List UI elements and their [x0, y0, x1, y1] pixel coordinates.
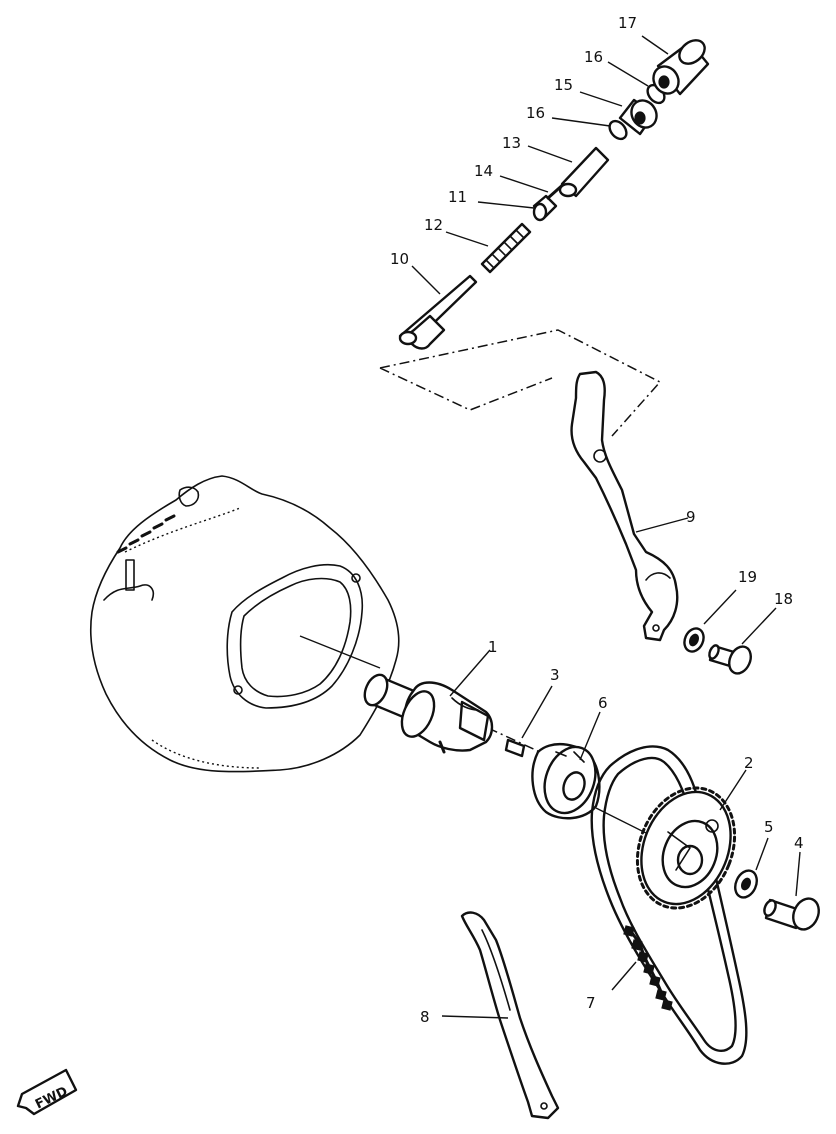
dowel-pin	[504, 738, 526, 758]
tensioner-sleeve	[558, 146, 610, 198]
tensioner-rod	[398, 274, 478, 350]
callout-label: 3	[550, 666, 560, 684]
chain-guide	[460, 911, 560, 1120]
cam-chain-loop	[590, 745, 748, 1065]
o-ring-lower	[608, 119, 628, 141]
callout-label: 2	[744, 754, 754, 772]
callout-label: 13	[502, 134, 521, 152]
cam-sprocket	[635, 786, 737, 910]
callout-label: 6	[598, 694, 608, 712]
leader-lines	[411, 35, 801, 1019]
callout-label: 12	[424, 216, 443, 234]
callout-label: 9	[686, 508, 696, 526]
callout-label: 4	[794, 834, 804, 852]
callout-label: 16	[526, 104, 545, 122]
callout-numbers: 1 2 3 4 5 6 7 8 9 10 11 12 13 14 15 16 1…	[390, 14, 804, 1026]
tensioner-spring	[480, 222, 532, 274]
callout-label: 7	[586, 994, 596, 1012]
callout-label: 14	[474, 162, 493, 180]
callout-label: 17	[618, 14, 637, 32]
callout-label: 15	[554, 76, 573, 94]
callout-label: 18	[774, 590, 793, 608]
callout-label: 8	[420, 1008, 430, 1026]
lock-washer	[683, 627, 705, 653]
tensioner-bolt-seat	[618, 98, 658, 136]
cam-chain	[623, 925, 673, 1011]
fwd-direction-arrow: FWD	[16, 1068, 78, 1116]
sprocket-hub	[531, 743, 601, 820]
callout-label: 16	[584, 48, 603, 66]
callout-label: 19	[738, 568, 757, 586]
callout-label: 1	[488, 638, 498, 656]
callout-label: 10	[390, 250, 409, 268]
camshaft	[363, 673, 494, 754]
callout-label: 11	[448, 188, 467, 206]
chain-tensioner-guide	[570, 370, 679, 642]
sprocket-bolt	[763, 897, 820, 931]
cylinder-head	[89, 475, 400, 773]
guide-bolt	[708, 644, 752, 675]
washer	[734, 869, 758, 899]
tensioner-cap	[652, 39, 710, 96]
callout-label: 5	[764, 818, 774, 836]
tensioner-collar	[532, 194, 558, 222]
